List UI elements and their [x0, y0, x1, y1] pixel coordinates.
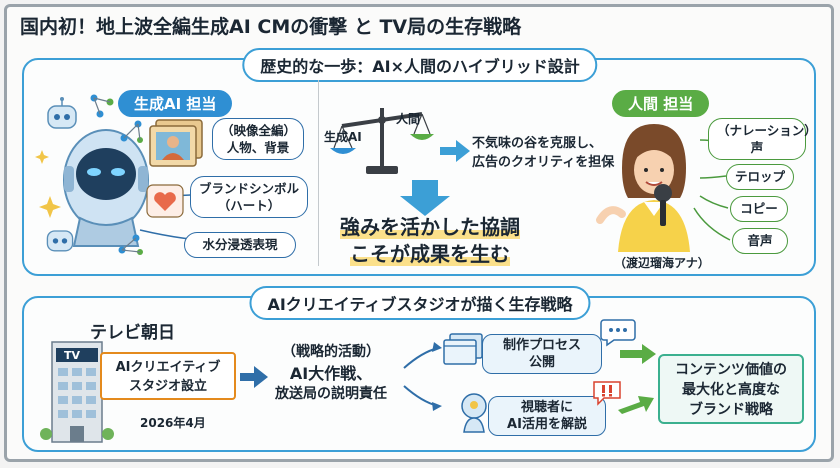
molecule-icon: [118, 234, 143, 255]
establishment-date: 2026年4月: [140, 416, 206, 430]
molecule-icon: [90, 94, 114, 118]
strategy-header: AIクリエイティブスタジオが描く生存戦略: [249, 286, 591, 320]
exclamation-icon: [593, 381, 621, 406]
film-frames-icon: [149, 119, 203, 167]
arrow-right-icon: [240, 366, 268, 388]
page-title: 国内初！地上波全編生成AI CMの衝撃 と TV局の生存戦略: [20, 16, 522, 38]
ai-role-badge: 生成AI 担当: [118, 90, 233, 117]
announcer-name: （渡辺瑠海アナ）: [614, 256, 710, 270]
speech-bubble-icon: [600, 319, 636, 347]
studio-established-box: AIクリエイティブスタジオ設立: [100, 352, 236, 400]
announcer-icon: [596, 124, 690, 252]
scale-result: 不気味の谷を克服し、広告のクオリティを担保: [472, 136, 615, 170]
hybrid-design-header: 歴史的な一歩：AI×人間のハイブリッド設計: [242, 48, 598, 82]
balance-scale-icon: [330, 108, 434, 174]
robot-head-icon: [35, 129, 149, 247]
viewer-head-icon: [461, 393, 487, 433]
human-item-narration: （ナレーション）声: [708, 118, 817, 160]
tv-sign: TV: [64, 349, 81, 362]
arrow-right-icon: [440, 140, 470, 162]
human-item-audio: 音声: [732, 228, 788, 254]
monitor-icon: [443, 333, 483, 365]
ai-item-video: （映像全編）人物、背景: [212, 118, 304, 160]
small-robot-icon: [47, 97, 77, 129]
station-name: テレビ朝日: [90, 323, 175, 343]
scale-human-label: 人間: [396, 112, 421, 126]
ai-item-brand-symbol: ブランドシンボル（ハート）: [190, 176, 308, 218]
human-role-badge: 人間 担当: [612, 90, 710, 117]
conclusion-text: 強みを活かした協調 こそが成果を生む: [340, 215, 520, 266]
production-process-box: 制作プロセス公開: [482, 334, 602, 374]
scale-ai-label: 生成AI: [324, 130, 362, 144]
small-robot-icon: [46, 230, 74, 252]
strategic-activity-text: （戦略的活動） AI大作戦、 放送局の説明責任: [275, 344, 387, 402]
section-divider: [318, 80, 319, 266]
content-value-box: コンテンツ価値の 最大化と高度な ブランド戦略: [658, 354, 804, 424]
heart-icon: [146, 184, 184, 218]
human-item-telop: テロップ: [726, 164, 794, 190]
microphone-icon: [654, 184, 672, 226]
arrow-down-icon: [400, 180, 450, 216]
molecule-icon: [120, 120, 143, 143]
human-item-copy: コピー: [730, 196, 788, 222]
ai-item-water: 水分浸透表現: [184, 232, 296, 258]
